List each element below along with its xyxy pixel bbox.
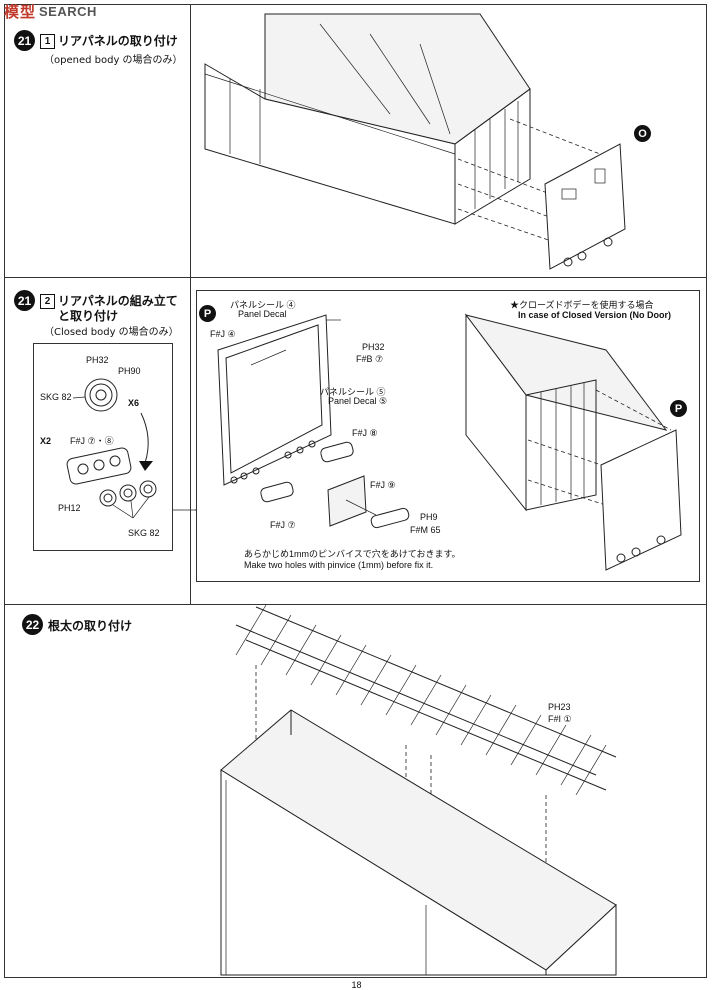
inset-skg82-bottom: SKG 82 (128, 528, 160, 538)
step-sub-1: 1 (40, 34, 55, 49)
page-frame (4, 4, 707, 978)
rear-panel-drawing (217, 313, 682, 571)
step-21-2-title-line1: リアパネルの組み立て (58, 294, 178, 308)
watermark-en: SEARCH (39, 3, 97, 19)
step-22-title: 根太の取り付け (48, 619, 133, 633)
part-badge-p2: P (670, 400, 687, 417)
watermark-cn: 模型 (4, 2, 37, 21)
label-fj4: F#J ④ (210, 329, 236, 339)
closed-version-jp: ★クローズドボデーを使用する場合 (510, 300, 654, 310)
page-number: 18 (351, 980, 362, 990)
step-21-2-number: 21 (14, 290, 35, 311)
pinvice-note-en: Make two holes with pinvice (1mm) before… (244, 560, 434, 570)
part-badge-o: O (634, 125, 651, 142)
label-fj8: F#J ⑧ (352, 428, 378, 438)
label-ph32-panel: PH32 (362, 342, 385, 352)
inset-ph32: PH32 (86, 355, 109, 365)
watermark-logo: 模型 SEARCH (4, 2, 97, 21)
section-divider-1 (4, 277, 707, 278)
part-badge-p: P (199, 305, 216, 322)
step-21-1-note: （opened body の場合のみ） (44, 55, 183, 66)
column-divider (190, 4, 191, 604)
inset-skg82-top: SKG 82 (40, 392, 72, 402)
taillight-inset-drawing (66, 378, 157, 519)
label-fi1: F#I ① (548, 714, 572, 724)
step-21-2-title-line2: と取り付け (58, 309, 119, 323)
step-21-1-title-text: リアパネルの取り付け (58, 34, 178, 48)
label-fb7: F#B ⑦ (356, 354, 384, 364)
inset-ph12: PH12 (58, 503, 81, 513)
label-fm65: F#M 65 (410, 525, 441, 535)
step-sub-2: 2 (40, 294, 55, 309)
panel-decal-jp-4: パネルシール ④ (230, 300, 296, 310)
taillight-inset-box (33, 343, 173, 551)
closed-version-en: In case of Closed Version (No Door) (518, 310, 672, 320)
label-ph9: PH9 (420, 512, 438, 522)
open-body-drawing (204, 13, 626, 270)
inset-x2: X2 (40, 436, 52, 446)
step-21-number: 21 (14, 30, 35, 51)
floor-joist-drawing (220, 604, 617, 976)
section-divider-2 (4, 604, 707, 605)
step-21-2-note: （Closed body の場合のみ） (44, 327, 179, 338)
step-22-number: 22 (22, 614, 43, 635)
inset-ph90: PH90 (118, 366, 141, 376)
label-ph23: PH23 (548, 702, 571, 712)
label-fj9: F#J ⑨ (370, 480, 396, 490)
inset-fj78: F#J ⑦・⑧ (70, 436, 114, 446)
inset-x6: X6 (128, 398, 140, 408)
pinvice-note-jp: あらかじめ1mmのピンバイスで穴をあけておきます。 (244, 549, 461, 559)
label-fj7: F#J ⑦ (270, 520, 296, 530)
panel-decal-en-4: Panel Decal (238, 309, 287, 319)
panel-decal-jp-5: パネルシール ⑤ (320, 387, 386, 397)
panel-decal-en-5: Panel Decal ⑤ (328, 396, 388, 406)
